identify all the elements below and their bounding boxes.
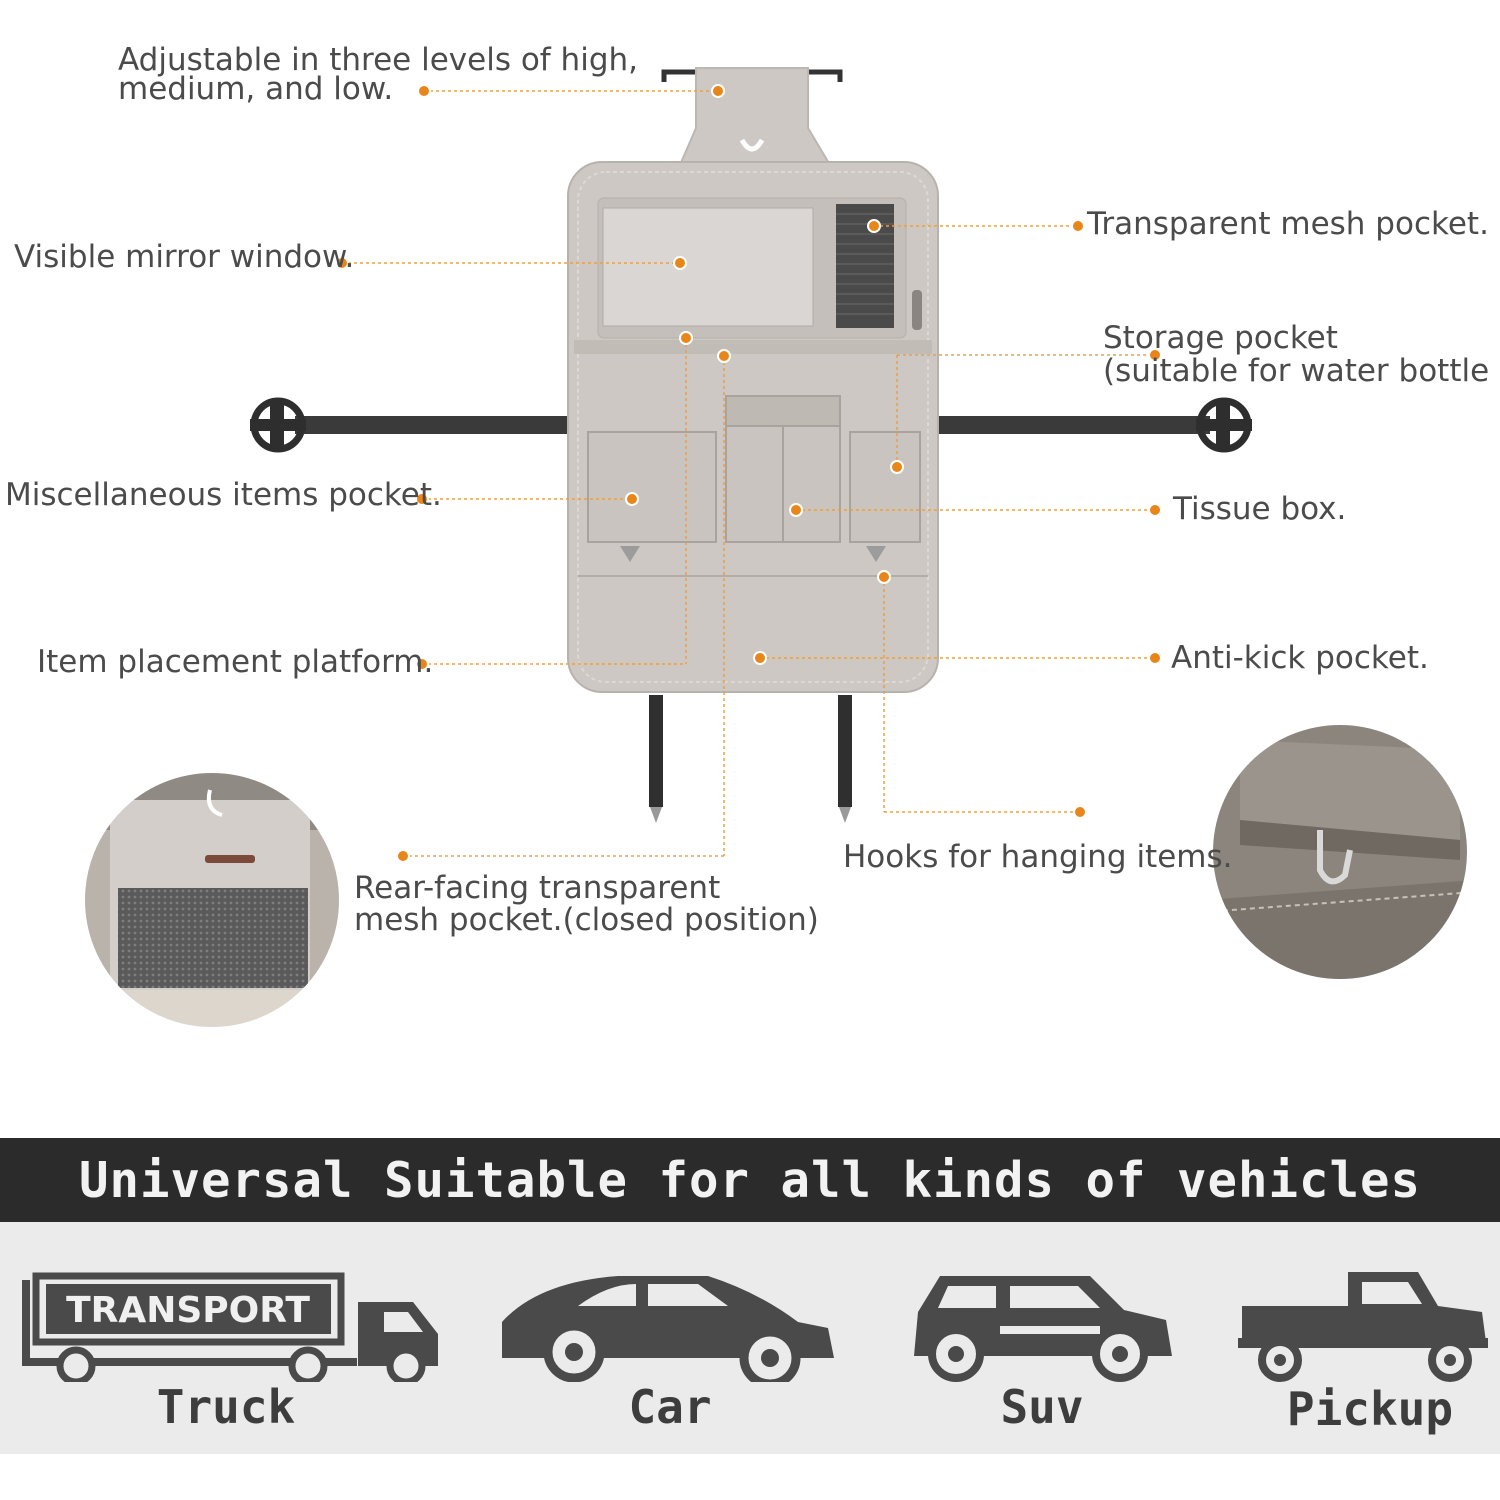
callout-rear-mesh-line2: mesh pocket.(closed position) <box>354 902 819 938</box>
callout-transparent-mesh: Transparent mesh pocket. <box>1087 206 1489 242</box>
callout-mirror: Visible mirror window. <box>14 239 355 275</box>
callout-storage-line2: (suitable for water bottle an <box>1103 353 1500 389</box>
side-strap-left <box>250 397 570 453</box>
callout-misc: Miscellaneous items pocket. <box>5 477 442 513</box>
callout-tissue: Tissue box. <box>1173 491 1347 527</box>
callout-storage: Storage pocket (suitable for water bottl… <box>1103 322 1500 388</box>
callout-platform: Item placement platform. <box>37 644 434 680</box>
compatibility-banner: Universal Suitable for all kinds of vehi… <box>0 1138 1500 1222</box>
callout-adjustable-line2: medium, and low. <box>118 71 394 107</box>
callout-dots <box>335 84 1162 863</box>
pickup-icon <box>1238 1272 1488 1382</box>
headrest-hanger <box>661 67 843 166</box>
callout-anti-kick: Anti-kick pocket. <box>1171 640 1429 676</box>
leader-lines <box>342 90 1155 857</box>
banner-title: Universal Suitable for all kinds of vehi… <box>78 1151 1422 1209</box>
car-icon <box>502 1276 834 1382</box>
callout-rear-mesh: Rear-facing transparent mesh pocket.(clo… <box>354 872 819 936</box>
suv-icon <box>914 1276 1172 1382</box>
vehicle-strip: TRANSPORT Truck Car Suv <box>0 1222 1500 1454</box>
callout-adjustable: Adjustable in three levels of high, medi… <box>118 42 638 107</box>
callout-hooks: Hooks for hanging items. <box>843 839 1233 875</box>
callout-rear-mesh-line1: Rear-facing transparent <box>354 870 721 906</box>
organizer-body <box>567 161 939 693</box>
product-diagram <box>83 67 1469 1029</box>
callout-adjustable-line1: Adjustable in three levels of high, <box>118 42 638 78</box>
vehicle-label-suv: Suv <box>1000 1380 1084 1434</box>
hook-photo <box>1211 723 1469 981</box>
truck-badge-text: TRANSPORT <box>66 1290 310 1331</box>
bottom-straps <box>649 695 852 823</box>
vehicle-label-car: Car <box>628 1380 712 1434</box>
side-strap-right <box>935 397 1252 453</box>
rear-mesh-photo <box>83 771 341 1029</box>
vehicle-label-pickup: Pickup <box>1286 1382 1454 1436</box>
vehicle-label-truck: Truck <box>156 1380 296 1434</box>
truck-icon: TRANSPORT <box>22 1272 438 1382</box>
callout-storage-line1: Storage pocket <box>1103 320 1338 356</box>
